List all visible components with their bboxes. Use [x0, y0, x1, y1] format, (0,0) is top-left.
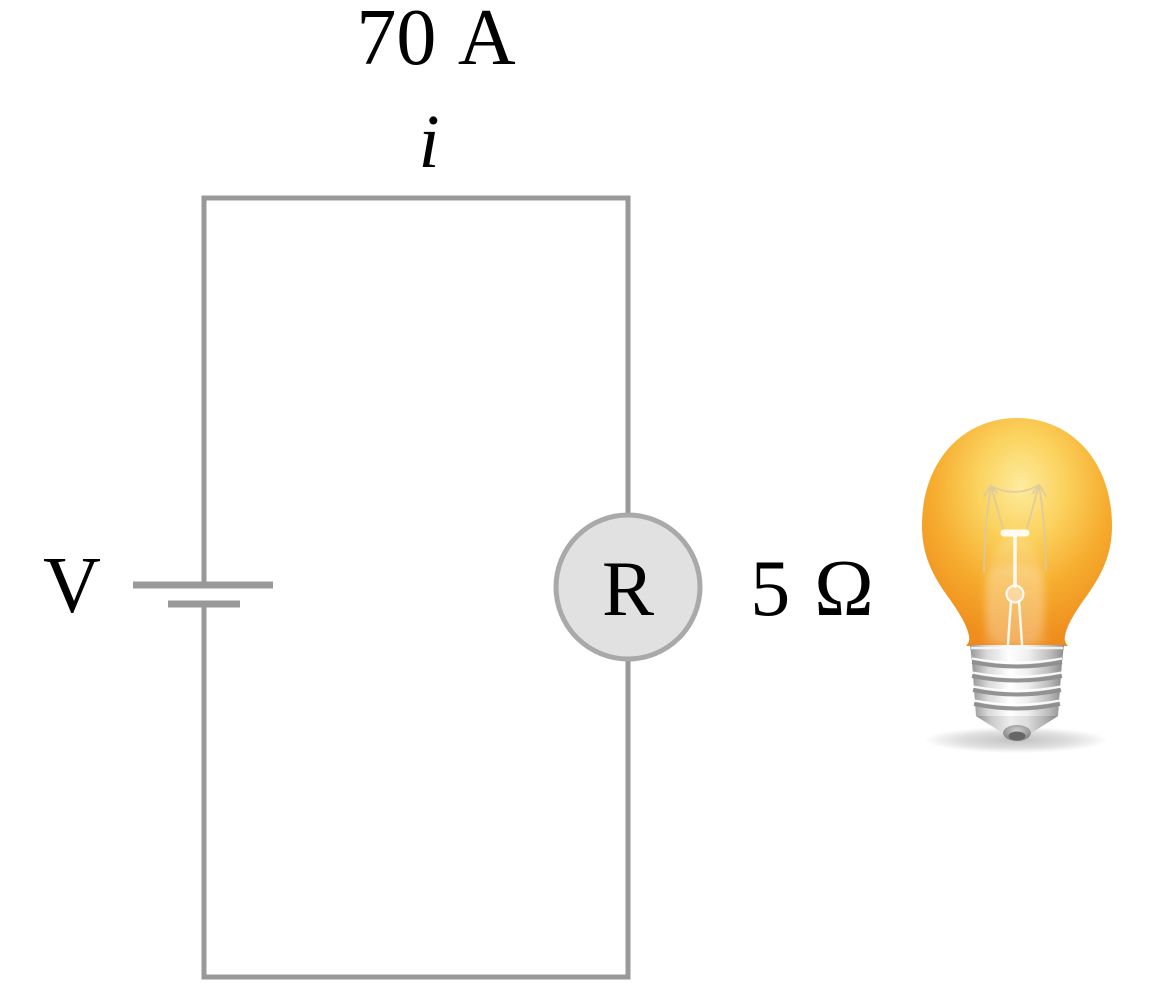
- bulb-base: [970, 645, 1064, 741]
- bulb-filament: [983, 483, 1047, 659]
- light-bulb-icon: [922, 418, 1112, 753]
- voltage-source-label: V: [43, 542, 101, 630]
- resistor-label: R: [601, 545, 655, 633]
- resistor-icon: [553, 512, 703, 662]
- current-symbol-label: i: [418, 100, 440, 185]
- battery-icon: [133, 581, 273, 608]
- current-value-label: 70 A: [356, 0, 516, 82]
- resistance-value-label: 5 Ω: [750, 545, 874, 633]
